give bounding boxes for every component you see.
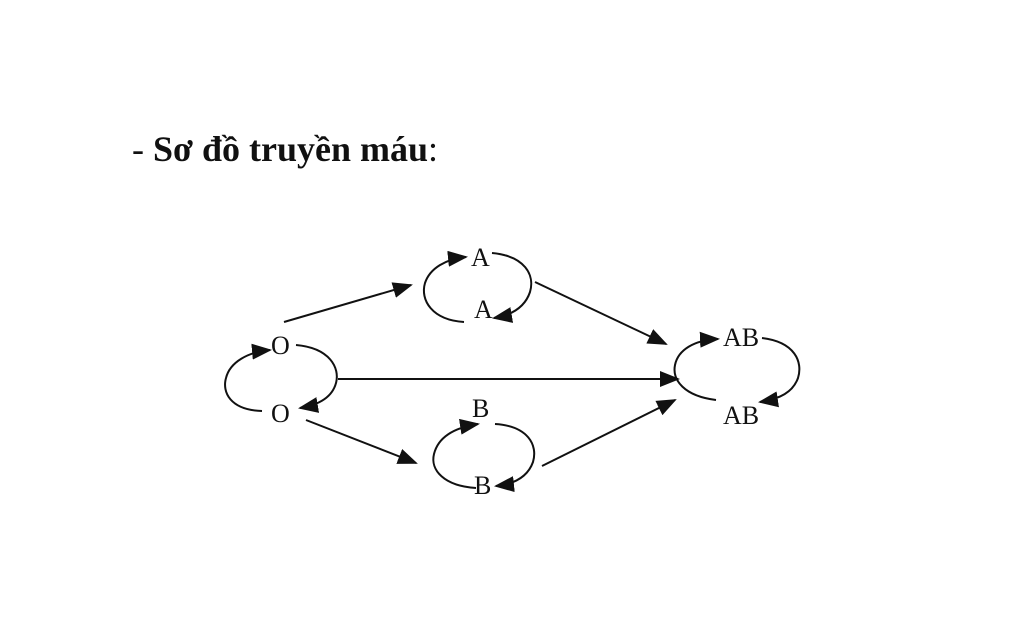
label-o-bottom: O	[271, 399, 290, 428]
label-b-top: B	[472, 394, 489, 423]
edge-o-to-a	[283, 282, 413, 323]
label-b-bottom: B	[474, 471, 491, 500]
edge-o-to-b	[305, 419, 418, 464]
label-a-bottom: A	[474, 295, 493, 324]
ab-self-loop	[673, 331, 801, 408]
title-colon: :	[427, 129, 438, 169]
label-ab-top: AB	[723, 323, 759, 352]
b-self-loop	[432, 418, 536, 493]
label-ab-bottom: AB	[723, 401, 759, 430]
page-title: - Sơ đồ truyền máu:	[132, 128, 438, 170]
a-self-loop	[422, 250, 533, 323]
title-text: Sơ đồ truyền máu	[153, 129, 428, 169]
o-self-loop	[224, 343, 338, 413]
label-o-top: O	[271, 331, 290, 360]
title-dash: -	[132, 129, 153, 169]
edge-b-to-ab	[541, 399, 677, 467]
edge-a-to-ab	[534, 281, 668, 345]
label-a-top: A	[471, 243, 490, 272]
